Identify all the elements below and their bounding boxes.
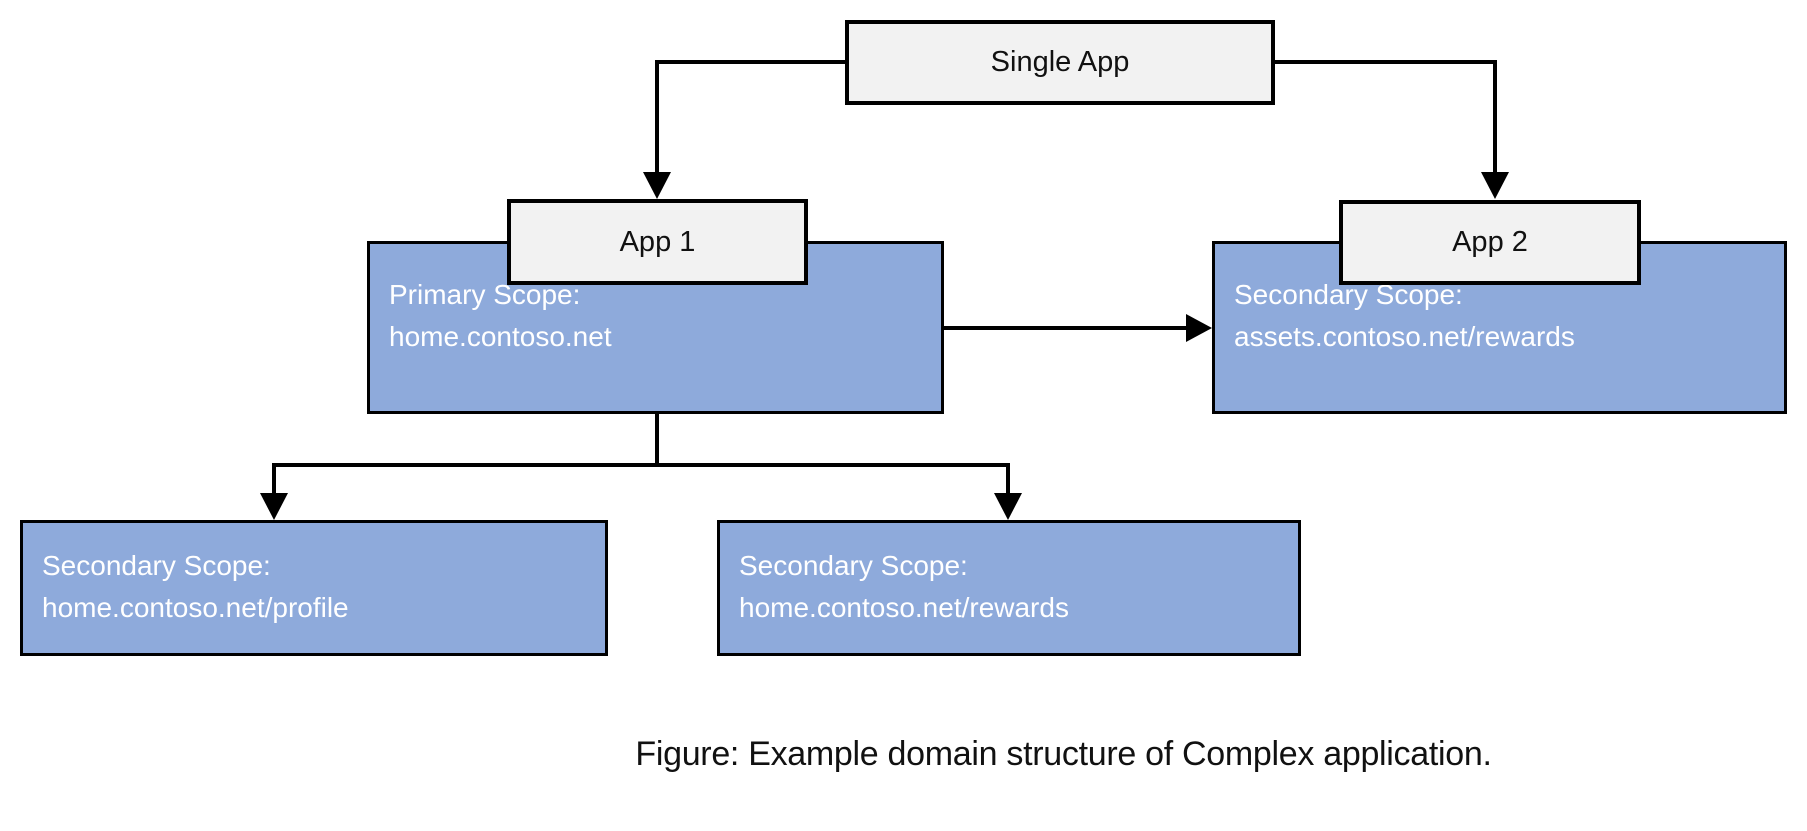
node-app1-label: App 1: [619, 225, 696, 258]
arrowhead-right-app2-icon: [1186, 314, 1212, 342]
rewards-scope-url: home.contoso.net/rewards: [739, 592, 1069, 623]
node-single-app: Single App: [845, 20, 1275, 105]
node-app2-label-box: App 2: [1339, 200, 1641, 285]
arrowhead-down-app1-icon: [643, 172, 671, 199]
profile-scope-url: home.contoso.net/profile: [42, 592, 349, 623]
node-secondary-scope-rewards: Secondary Scope: home.contoso.net/reward…: [717, 520, 1301, 656]
connector-app1-branch-stub: [655, 413, 659, 467]
connector-branch-right-drop: [1006, 463, 1010, 495]
profile-scope-title: Secondary Scope:: [42, 550, 271, 581]
node-app1-label-box: App 1: [507, 199, 808, 285]
connector-root-to-app2-vertical: [1493, 60, 1497, 175]
connector-root-to-app1-vertical: [655, 60, 659, 175]
arrowhead-down-rewards-icon: [994, 493, 1022, 520]
connector-branch-horizontal: [272, 463, 1010, 467]
node-app2-label: App 2: [1452, 226, 1528, 258]
connector-root-to-app1-horizontal: [655, 60, 845, 64]
node-secondary-scope-profile: Secondary Scope: home.contoso.net/profil…: [20, 520, 608, 656]
figure-caption: Figure: Example domain structure of Comp…: [635, 735, 1492, 773]
app1-scope-url: home.contoso.net: [389, 321, 612, 352]
app2-scope-url: assets.contoso.net/rewards: [1234, 321, 1575, 352]
connector-app1-to-app2-line: [943, 326, 1188, 330]
node-single-app-label: Single App: [990, 46, 1130, 78]
arrowhead-down-app2-icon: [1481, 172, 1509, 199]
connector-root-to-app2-horizontal: [1275, 60, 1497, 64]
arrowhead-down-profile-icon: [260, 493, 288, 520]
rewards-scope-title: Secondary Scope:: [739, 550, 968, 581]
connector-branch-left-drop: [272, 463, 276, 495]
